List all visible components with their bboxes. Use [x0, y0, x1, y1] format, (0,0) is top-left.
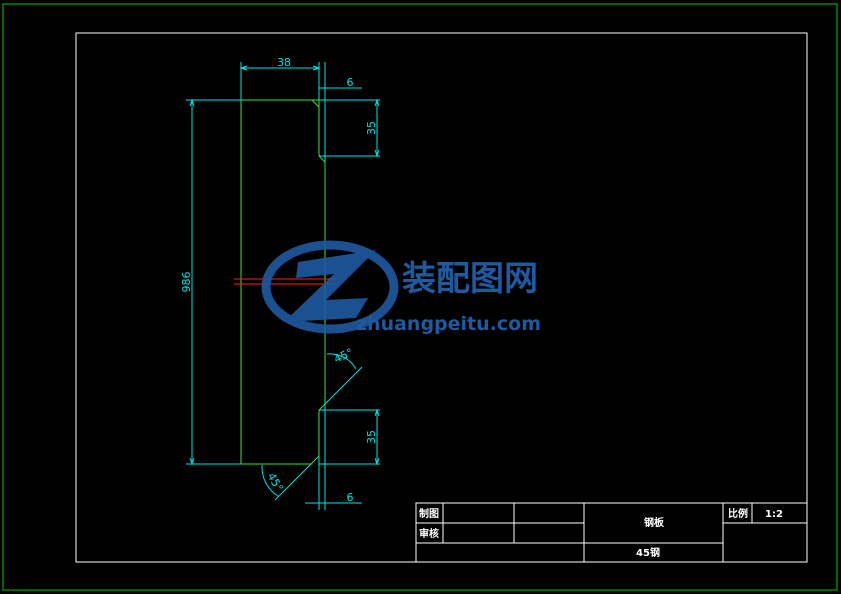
part-outline	[240, 99, 326, 465]
logo-ring-icon	[261, 240, 399, 334]
outer-border	[2, 3, 838, 591]
watermark-chinese: 装配图网	[402, 259, 538, 299]
dim-width-top: 38	[277, 56, 291, 69]
title-part-name: 钢板	[644, 516, 665, 529]
title-scale-value: 1:2	[765, 509, 783, 520]
dim-offset-bottom: 6	[347, 491, 354, 504]
dim-lower-slot-height: 35	[365, 430, 378, 444]
title-drawn-label: 制图	[419, 507, 439, 520]
dim-offset-top: 6	[347, 76, 354, 89]
watermark-url: zhuangpeitu.com	[356, 313, 541, 335]
watermark-logo	[261, 240, 399, 334]
dim-total-height: 986	[180, 272, 193, 293]
title-block	[415, 502, 808, 563]
title-checked-label: 审核	[419, 527, 439, 540]
dim-upper-slot-height: 35	[365, 121, 378, 135]
centerline	[234, 278, 336, 285]
title-scale-label: 比例	[728, 507, 748, 520]
title-material: 45钢	[636, 546, 660, 559]
dimension-lines	[186, 62, 380, 510]
logo-z-icon	[284, 250, 376, 322]
dim-chamfer-bottom: 45°	[265, 471, 286, 494]
